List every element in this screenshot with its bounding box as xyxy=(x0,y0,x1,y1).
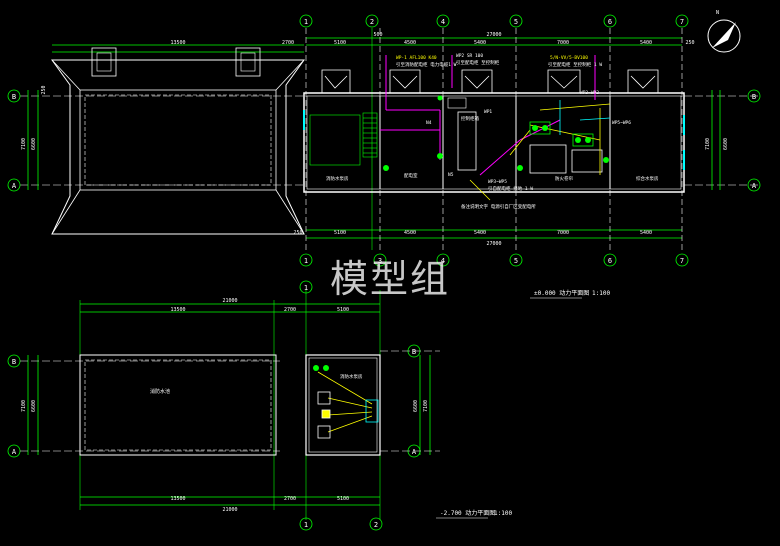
plan2-axis-top-1: 1 xyxy=(304,284,308,292)
plan1-axis-top-5: 5 xyxy=(514,18,518,26)
plan-left-side-dim-2: 6600 xyxy=(31,138,37,150)
plan-left-axis-a: A xyxy=(12,182,17,190)
plan1-label-n5: N5 xyxy=(448,172,454,178)
plan1-group: 1 2 4 5 6 7 1 3 4 5 6 7 27000 5100 4500 … xyxy=(20,14,761,299)
plan1-label-5n: 5/N-VV/5-BV100 xyxy=(550,55,588,61)
plan2-axis-left-a: A xyxy=(12,448,17,456)
plan1-label-shutter: 防火卷帘 xyxy=(555,175,573,182)
plan2-title: -2.700 动力平面图 xyxy=(440,509,495,517)
plan-left-group: B A 13500 2700 7100 6600 250 xyxy=(7,40,305,235)
plan2-axis-bottom-2: 2 xyxy=(374,521,378,529)
plan1-side-dim-1: 7100 xyxy=(705,138,711,150)
plan1-axis-top-6: 6 xyxy=(608,18,612,26)
plan1-dim-seg-2: 4500 xyxy=(404,40,416,46)
plan2-dim-bseg-2: 2700 xyxy=(284,496,296,502)
plan1-axis-bottom-1: 1 xyxy=(304,257,308,265)
plan1-label-n4: N4 xyxy=(426,120,432,126)
plan1-axis-bottom-4: 4 xyxy=(441,257,445,265)
plan2-dim-seg-1: 13500 xyxy=(170,307,185,313)
plan2-side-dim-2: 6600 xyxy=(31,400,37,412)
plan-left-side-dim-3: 250 xyxy=(41,85,47,94)
plan1-axis-bottom-6: 6 xyxy=(608,257,612,265)
plan1-dim-bseg-4: 7000 xyxy=(557,230,569,236)
plan1-axis-bottom-5: 5 xyxy=(514,257,518,265)
plan2-small-room-label: 消防水泵房 xyxy=(340,373,363,380)
plan1-label-wp1-desc: 引至消防配电柜 电力电缆1 W xyxy=(396,61,457,68)
plan1-label-source: 引自配电柜 接地 1 W xyxy=(488,185,533,192)
plan2-dim-seg-2: 2700 xyxy=(284,307,296,313)
plan1-label-wp1: WP-1 AFL100 K40 xyxy=(396,55,437,61)
plan1-dim-seg-5: 5400 xyxy=(640,40,652,46)
plan1-axis-top-7: 7 xyxy=(680,18,684,26)
plan1-dim-bseg-2: 4500 xyxy=(404,230,416,236)
plan1-axis-bottom-7: 7 xyxy=(680,257,684,265)
plan2-room-label: 消防水池 xyxy=(150,388,170,395)
plan1-label-wp5-wp6: WP5~WP6 xyxy=(612,120,631,126)
plan2-dim-total: 21000 xyxy=(222,298,237,304)
north-arrow: N xyxy=(707,10,741,53)
plan1-dim-seg-1: 5100 xyxy=(334,40,346,46)
plan1-axis-side-b: B xyxy=(752,93,756,101)
plan1-label-wp2-desc: 引至配电柜 至控制柜 xyxy=(456,59,500,66)
plan1-label-wp3-wp2: WP3~WP2 xyxy=(580,90,599,96)
plan1-label-cabinet: 控制柜箱 xyxy=(461,115,479,122)
plan1-label-note: 备注说明文字 电源引自厂区变配电所 xyxy=(461,203,536,210)
plan2-dim-seg-3: 5100 xyxy=(337,307,349,313)
plan1-dim-seg-3: 5400 xyxy=(474,40,486,46)
plan-left-side-dim-1: 7100 xyxy=(21,138,27,150)
plan1-scale: 1:100 xyxy=(592,290,610,297)
plan1-dim-total-bottom: 27000 xyxy=(486,241,501,247)
plan1-axis-top-4: 4 xyxy=(441,18,445,26)
plan2-axis-right-a: A xyxy=(412,448,417,456)
plan-left-axis-b: B xyxy=(12,93,16,101)
plan1-dim-seg-4: 7000 xyxy=(557,40,569,46)
plan1-label-room-fire: 消防水泵房 xyxy=(326,175,349,182)
plan1-label-wp1-inner: WP1 xyxy=(484,109,492,115)
plan1-label-room-pump: 综合水泵房 xyxy=(636,175,659,182)
watermark-text: 模型组 xyxy=(330,257,451,301)
plan2-dim-bseg-3: 5100 xyxy=(337,496,349,502)
plan1-title: ±0.000 动力平面图 xyxy=(534,289,589,297)
plan1-dim-bseg-5: 5400 xyxy=(640,230,652,236)
plan1-label-wp3-wp5: WP3~WP5 xyxy=(488,179,507,185)
plan2-group: 消防水池 消防水泵房 xyxy=(7,280,512,531)
plan1-dim-bseg-3: 5400 xyxy=(474,230,486,236)
plan2-axis-right-b: B xyxy=(412,348,416,356)
plan-left-dim-1: 13500 xyxy=(170,40,185,46)
plan1-axis-top-2: 2 xyxy=(370,18,374,26)
plan2-side-dim-1: 7100 xyxy=(21,400,27,412)
plan1-dim-total: 27000 xyxy=(486,32,501,38)
plan1-label-room-power: 配电室 xyxy=(404,172,418,179)
plan1-axis-bottom-3: 3 xyxy=(378,257,382,265)
plan1-axis-side-a: A xyxy=(752,182,757,190)
plan2-side-dim-3: 6600 xyxy=(413,400,419,412)
plan1-dim-small-3: 250 xyxy=(293,230,302,236)
plan2-dim-total-bottom: 21000 xyxy=(222,507,237,513)
plan1-dim-bseg-1: 5100 xyxy=(334,230,346,236)
plan1-side-dim-2: 6600 xyxy=(723,138,729,150)
plan1-label-wp2: WP2 SR 100 xyxy=(456,53,483,59)
plan1-dim-small-2: 250 xyxy=(685,40,694,46)
plan2-side-dim-4: 7100 xyxy=(423,400,429,412)
plan-left-dim-2: 2700 xyxy=(282,40,294,46)
plan2-scale: 1:100 xyxy=(494,510,512,517)
plan2-axis-left-b: B xyxy=(12,358,16,366)
plan1-label-5n-desc: 引至配电柜 至控制柜 1 W xyxy=(548,61,602,68)
north-arrow-label: N xyxy=(716,10,719,16)
plan2-dim-bseg-1: 13500 xyxy=(170,496,185,502)
plan2-axis-bottom-1: 1 xyxy=(304,521,308,529)
plan1-axis-top-1: 1 xyxy=(304,18,308,26)
plan1-dim-small-1: 500 xyxy=(373,32,382,38)
